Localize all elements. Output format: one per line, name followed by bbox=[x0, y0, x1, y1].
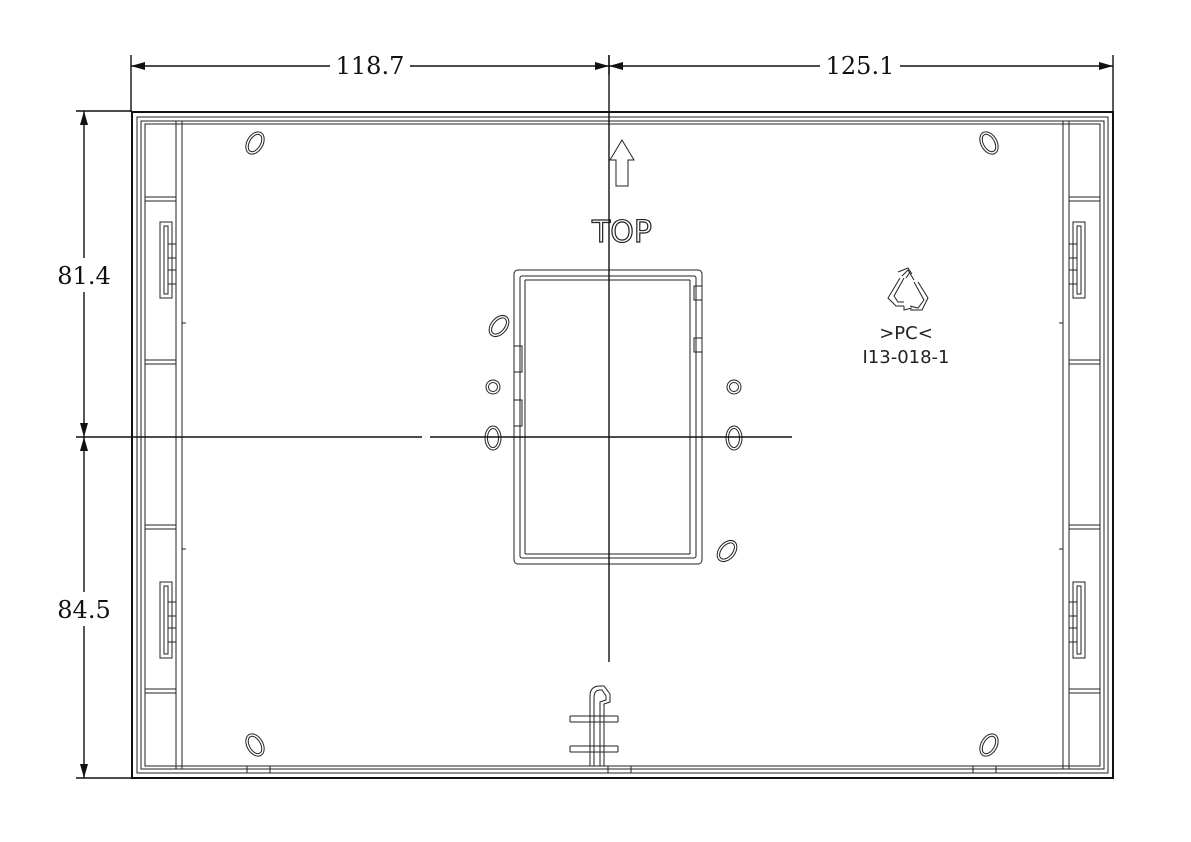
dimension-top-right: 125.1 bbox=[826, 52, 895, 80]
orientation-label: TOP bbox=[591, 215, 652, 250]
left-dimension-lines bbox=[76, 110, 132, 779]
material-code: >PC< bbox=[879, 323, 933, 344]
dimension-left-upper: 81.4 bbox=[57, 262, 110, 290]
dimension-top-left: 118.7 bbox=[336, 52, 405, 80]
recycle-icon bbox=[887, 267, 929, 311]
bottom-latch bbox=[569, 685, 619, 766]
up-arrow-icon bbox=[609, 139, 635, 187]
mounting-holes bbox=[245, 131, 999, 757]
central-cutout bbox=[513, 269, 703, 565]
dimension-left-lower: 84.5 bbox=[57, 596, 110, 624]
right-rail bbox=[1059, 196, 1100, 694]
housing-outline bbox=[131, 111, 1114, 779]
top-dimension-lines bbox=[130, 55, 1114, 112]
left-rail bbox=[145, 196, 186, 694]
part-number: I13-018-1 bbox=[862, 347, 949, 368]
center-lines bbox=[76, 55, 792, 662]
